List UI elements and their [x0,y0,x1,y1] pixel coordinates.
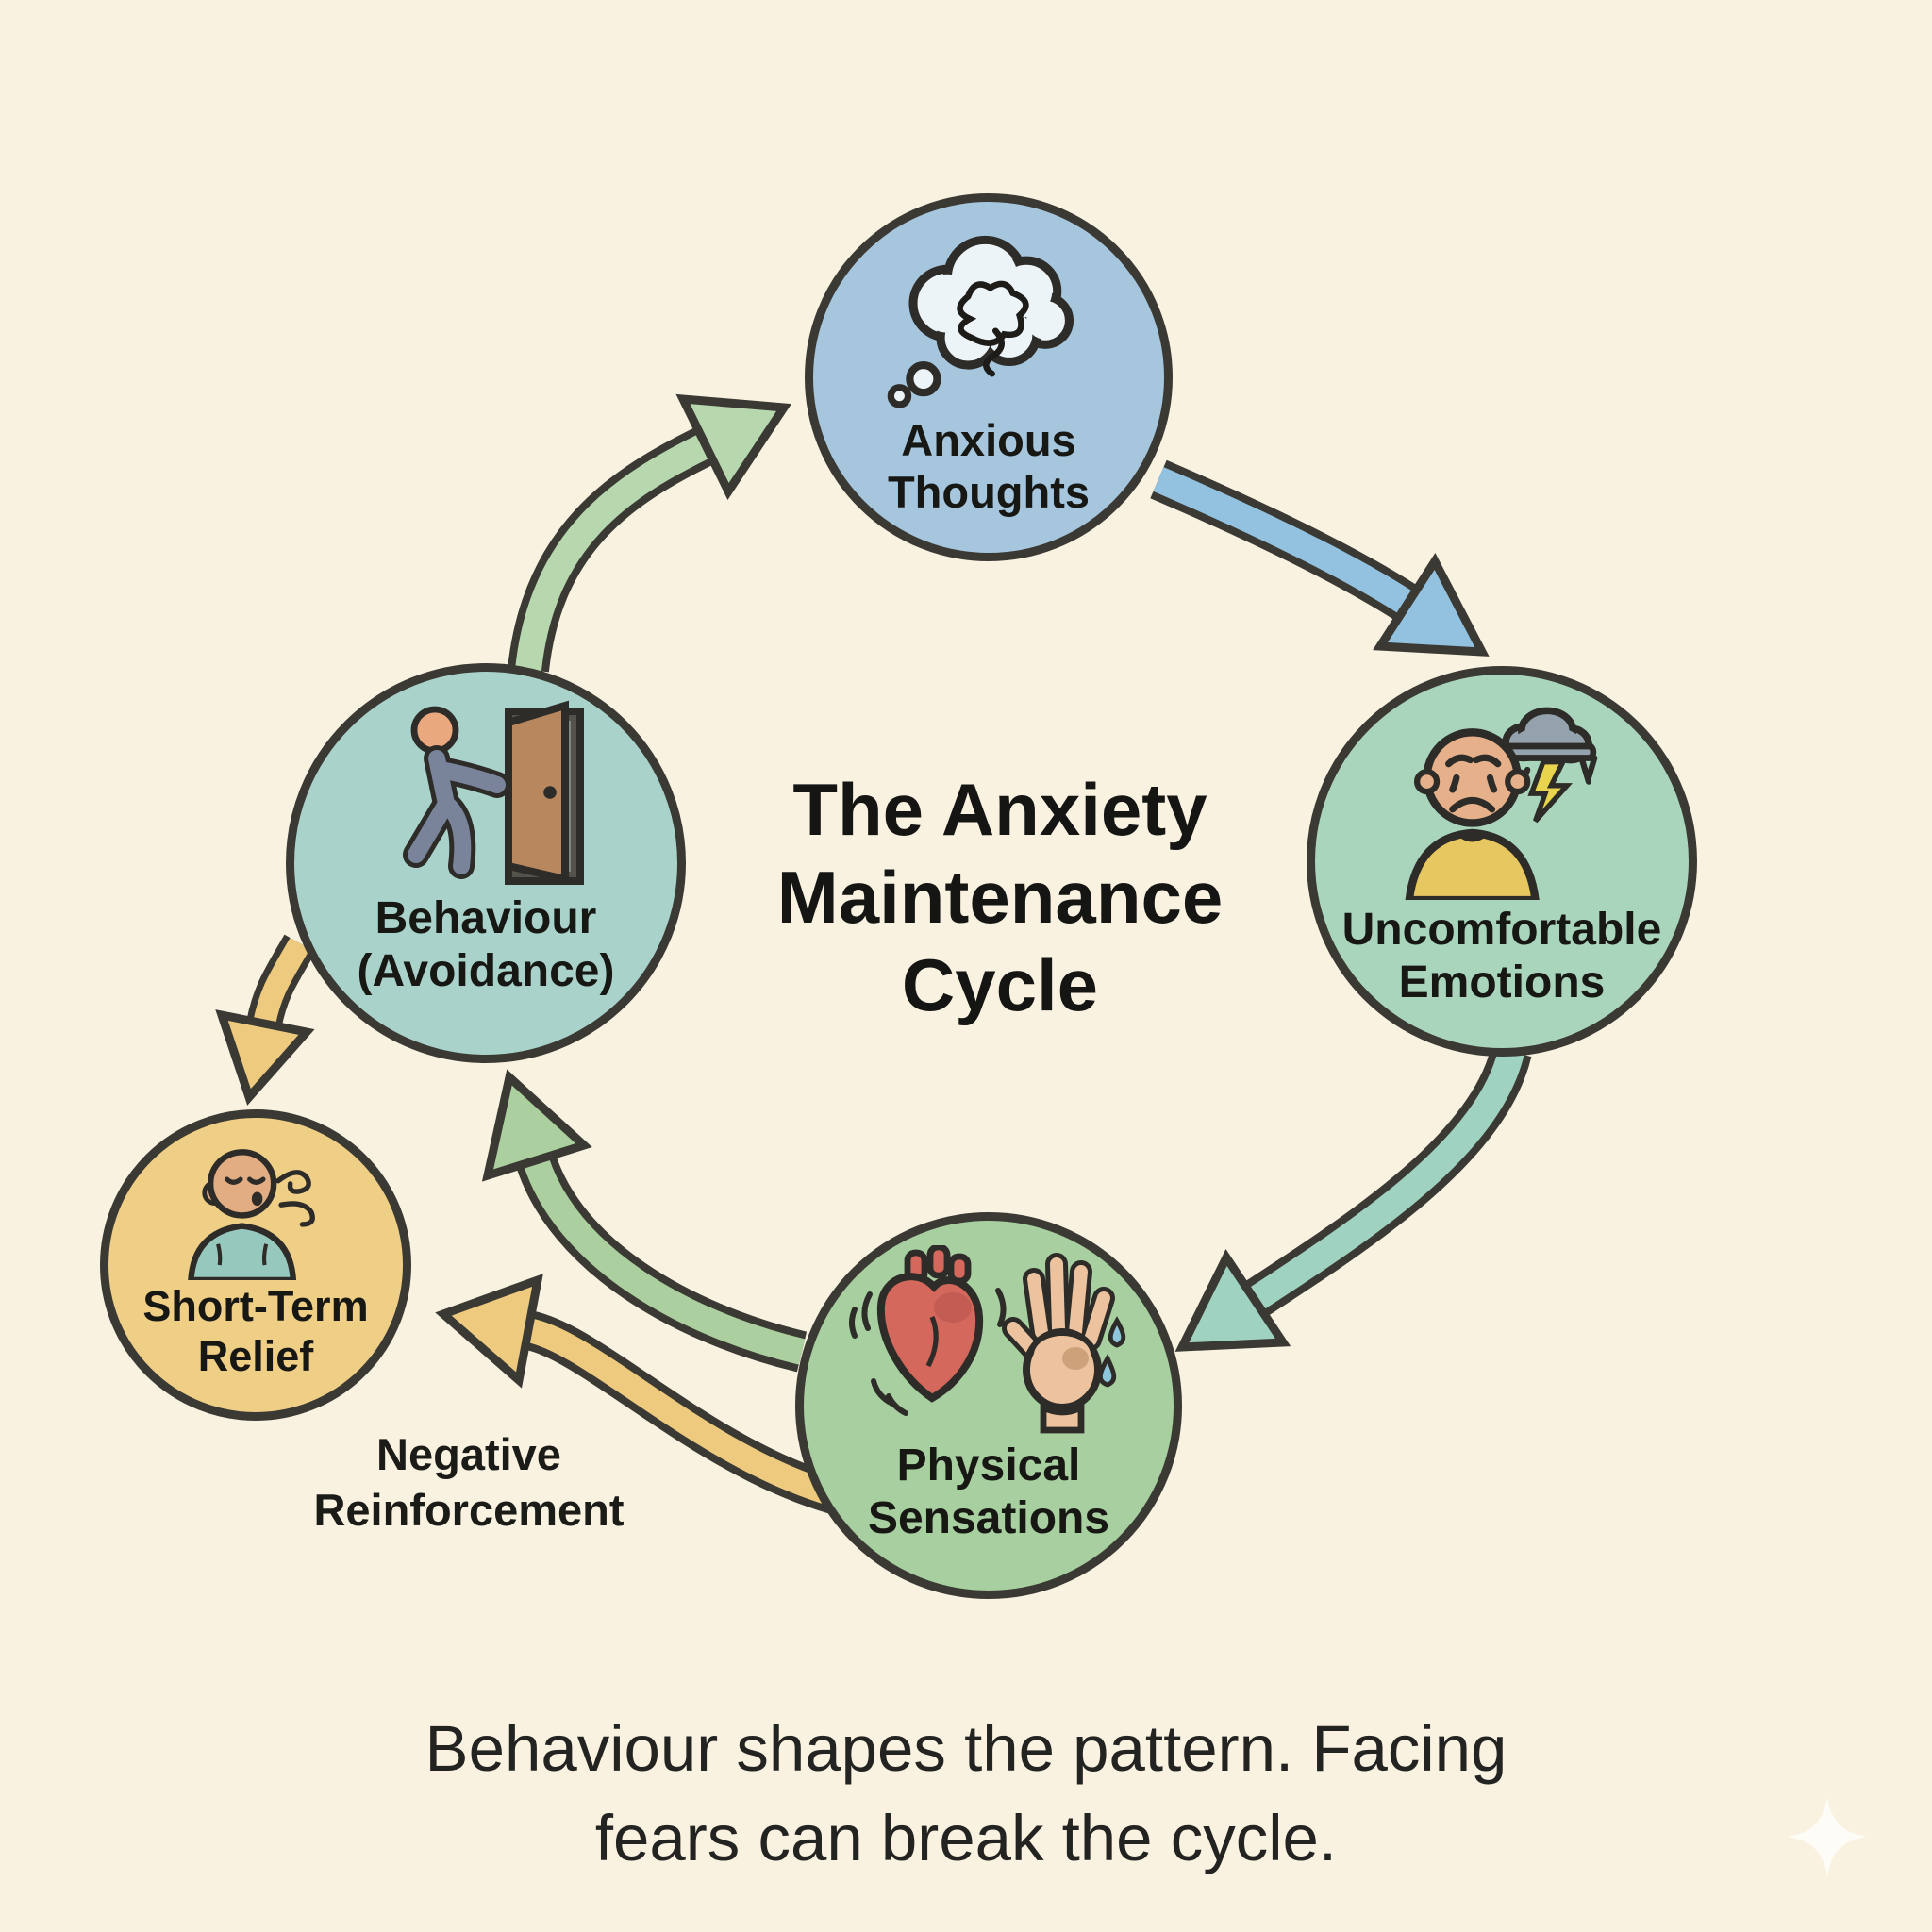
thought-cloud-icon [887,235,1074,408]
node-label-short-term-relief: Short-Term Relief [142,1282,369,1380]
sparkle-icon [1787,1796,1868,1877]
arrow-physical-to-behaviour [481,1069,808,1373]
node-label-physical-sensations: Physical Sensations [867,1441,1110,1544]
node-short-term-relief: Short-Term Relief [100,1109,411,1421]
arrow-behaviour-to-thoughts [508,393,791,673]
negative-reinforcement-label: Negative Reinforcement [313,1429,625,1536]
beating-heart-sweaty-hand-icon [849,1245,1126,1434]
node-label-behaviour-avoidance: Behaviour (Avoidance) [357,893,615,997]
node-uncomfortable-emotions: Uncomfortable Emotions [1307,666,1697,1057]
node-label-anxious-thoughts: Anxious Thoughts [887,415,1091,517]
arrow-thoughts-to-emotions [1150,459,1490,657]
arrow-emotions-to-physical [1174,1046,1532,1352]
arrow-behaviour-to-relief [215,934,316,1106]
diagram-title: The Anxiety Maintenance Cycle [776,768,1224,1026]
node-anxious-thoughts: Anxious Thoughts [805,193,1173,561]
bottom-caption: Behaviour shapes the pattern. Facing fea… [425,1712,1507,1875]
person-exhaling-icon [188,1149,315,1280]
person-walking-out-door-icon [403,700,584,885]
node-physical-sensations: Physical Sensations [795,1212,1182,1599]
node-behaviour-avoidance: Behaviour (Avoidance) [286,663,686,1063]
node-label-uncomfortable-emotions: Uncomfortable Emotions [1341,905,1662,1008]
worried-person-storm-cloud-icon [1405,707,1598,900]
